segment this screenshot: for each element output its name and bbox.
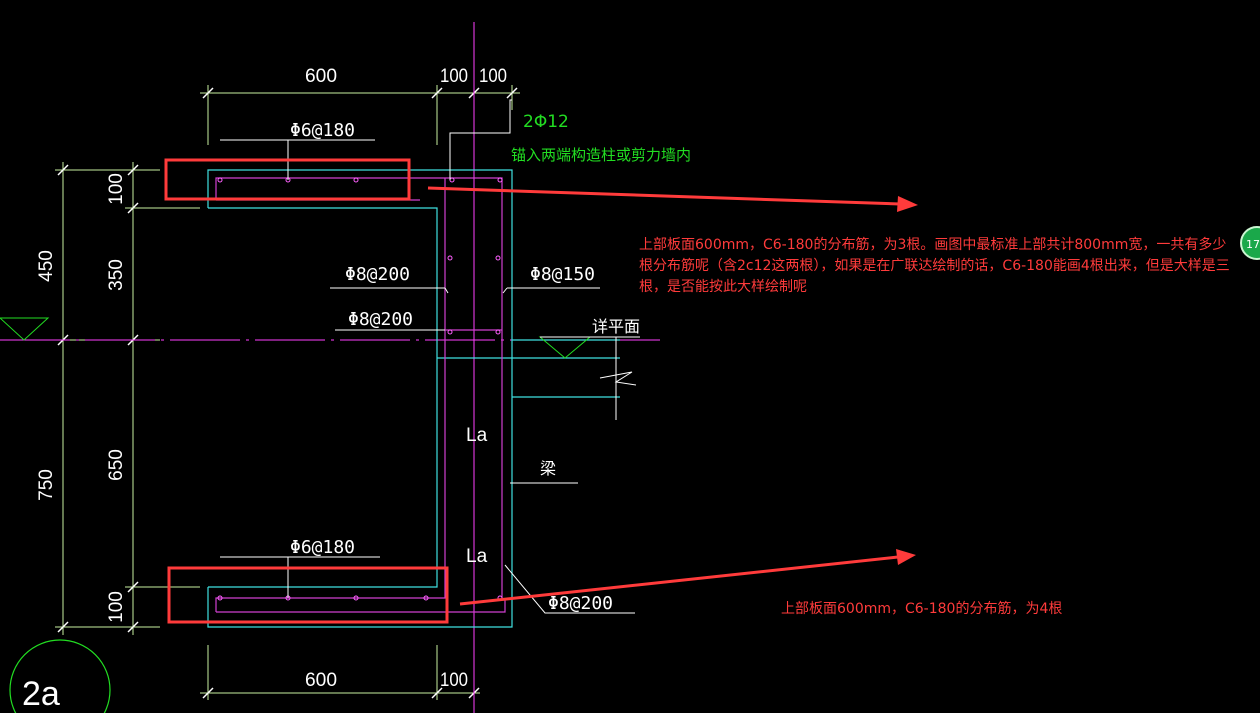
dim-inner-350: 350 bbox=[106, 259, 127, 291]
label-2phi12: 2Φ12 bbox=[523, 112, 569, 132]
label-phi8-200-mid: Φ8@200 bbox=[348, 309, 413, 330]
arrow-top-head bbox=[897, 196, 918, 212]
label-la-bottom: La bbox=[466, 546, 488, 567]
section-bubble bbox=[9, 639, 111, 713]
annotation-top-text: 上部板面600mm，C6-180的分布筋，为3根。画图中最标准上部共计800mm… bbox=[639, 237, 1230, 295]
arrow-bottom-shaft bbox=[459, 555, 899, 606]
label-la-top: La bbox=[466, 425, 488, 446]
dim-left-750: 750 bbox=[36, 469, 57, 501]
dim-inner-100-top: 100 bbox=[106, 173, 127, 205]
label-phi8-150: Φ8@150 bbox=[530, 264, 595, 285]
annotation-bottom-text: 上部板面600mm，C6-180的分布筋，为4根 bbox=[781, 601, 1063, 617]
rebar-dots bbox=[217, 177, 503, 601]
dim-inner-650: 650 bbox=[106, 449, 127, 481]
concrete-outline bbox=[207, 169, 620, 628]
label-phi6-top: Φ6@180 bbox=[290, 120, 355, 141]
label-phi8-200-left: Φ8@200 bbox=[345, 264, 410, 285]
dim-left-450: 450 bbox=[36, 250, 57, 282]
highlight-marks bbox=[164, 158, 901, 624]
dim-bottom-600: 600 bbox=[305, 670, 337, 691]
highlight-box-bottom bbox=[167, 566, 449, 624]
dim-inner-100-bottom: 100 bbox=[106, 591, 127, 623]
label-section-id: 2a bbox=[22, 675, 60, 713]
label-anchor-note: 锚入两端构造柱或剪力墙内 bbox=[511, 146, 691, 164]
dim-top-600: 600 bbox=[305, 66, 337, 87]
dimension-lines bbox=[55, 85, 520, 700]
dim-bottom-100: 100 bbox=[440, 670, 468, 691]
leader-lines bbox=[220, 99, 637, 614]
arrow-top-shaft bbox=[427, 186, 901, 206]
arrow-bottom-head bbox=[896, 549, 916, 565]
level-markers bbox=[0, 317, 640, 359]
highlight-box-top bbox=[164, 158, 411, 201]
rebar-lines bbox=[215, 177, 506, 613]
dim-top-100-a: 100 bbox=[440, 66, 468, 87]
label-phi6-bottom: Φ6@180 bbox=[290, 537, 355, 558]
label-beam: 梁 bbox=[540, 459, 556, 478]
dim-top-100-b: 100 bbox=[479, 66, 507, 87]
label-detail-plane: 详平面 bbox=[592, 317, 640, 336]
label-phi8-200-bottom: Φ8@200 bbox=[548, 593, 613, 614]
